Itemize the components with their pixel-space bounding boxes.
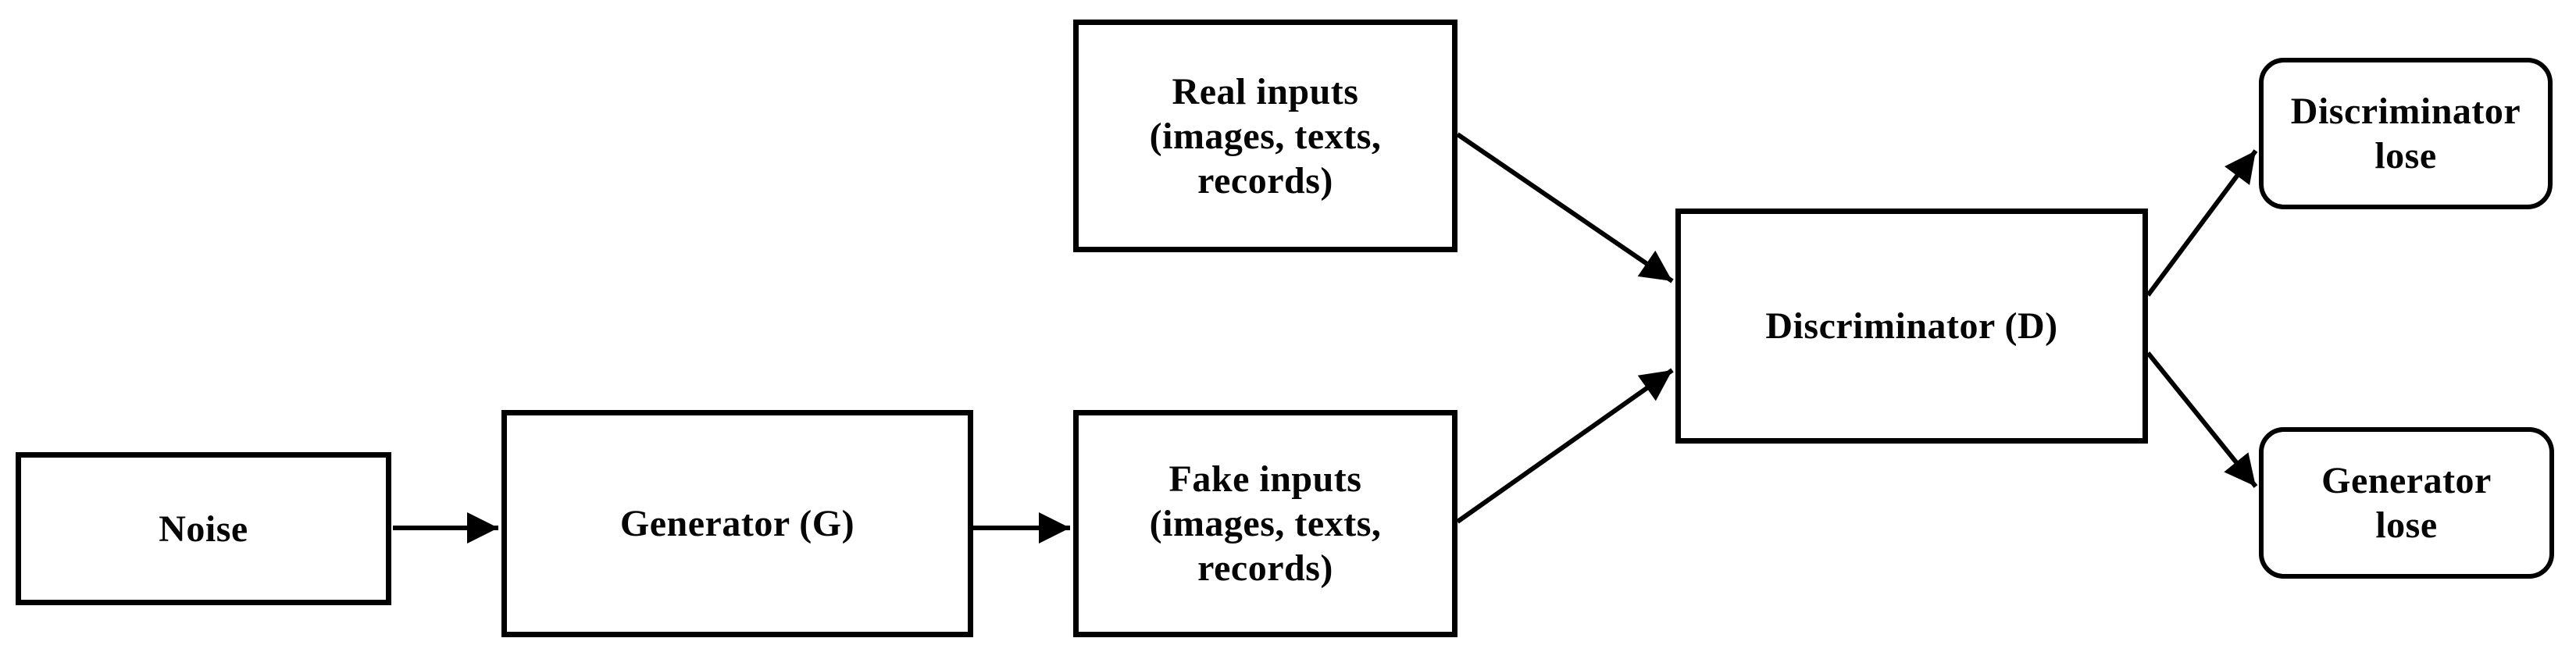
node-real-inputs-label-line3: records) xyxy=(1197,159,1333,201)
edge-fake-inputs-to-discriminator xyxy=(1456,368,1674,524)
node-fake-inputs-label-line2: (images, texts, xyxy=(1149,503,1382,544)
node-generator-lose-label-line1: Generator xyxy=(2321,460,2492,501)
edge-real-inputs-to-discriminator xyxy=(1456,132,1674,283)
node-noise-label: Noise xyxy=(159,508,248,550)
node-discriminator-label: Discriminator (D) xyxy=(1765,305,2058,347)
edge-discriminator-to-discriminator-lose xyxy=(2146,149,2258,297)
node-generator-lose: Generator lose xyxy=(2259,427,2554,579)
node-generator: Generator (G) xyxy=(501,410,973,637)
edge-discriminator-to-generator-lose xyxy=(2146,351,2258,488)
node-fake-inputs-label-line1: Fake inputs xyxy=(1168,458,1362,500)
node-fake-inputs: Fake inputs (images, texts, records) xyxy=(1073,410,1457,637)
node-discriminator: Discriminator (D) xyxy=(1675,209,2148,444)
node-discriminator-lose-label-line1: Discriminator xyxy=(2290,91,2521,132)
node-discriminator-lose: Discriminator lose xyxy=(2259,58,2553,209)
node-fake-inputs-label-line3: records) xyxy=(1197,547,1333,589)
node-generator-label: Generator (G) xyxy=(619,503,855,544)
node-real-inputs: Real inputs (images, texts, records) xyxy=(1073,20,1457,252)
node-real-inputs-label-line2: (images, texts, xyxy=(1149,115,1382,157)
node-discriminator-lose-label-line2: lose xyxy=(2374,135,2437,176)
node-noise: Noise xyxy=(16,452,391,605)
node-real-inputs-label-line1: Real inputs xyxy=(1172,70,1359,112)
node-generator-lose-label-line2: lose xyxy=(2375,504,2438,546)
